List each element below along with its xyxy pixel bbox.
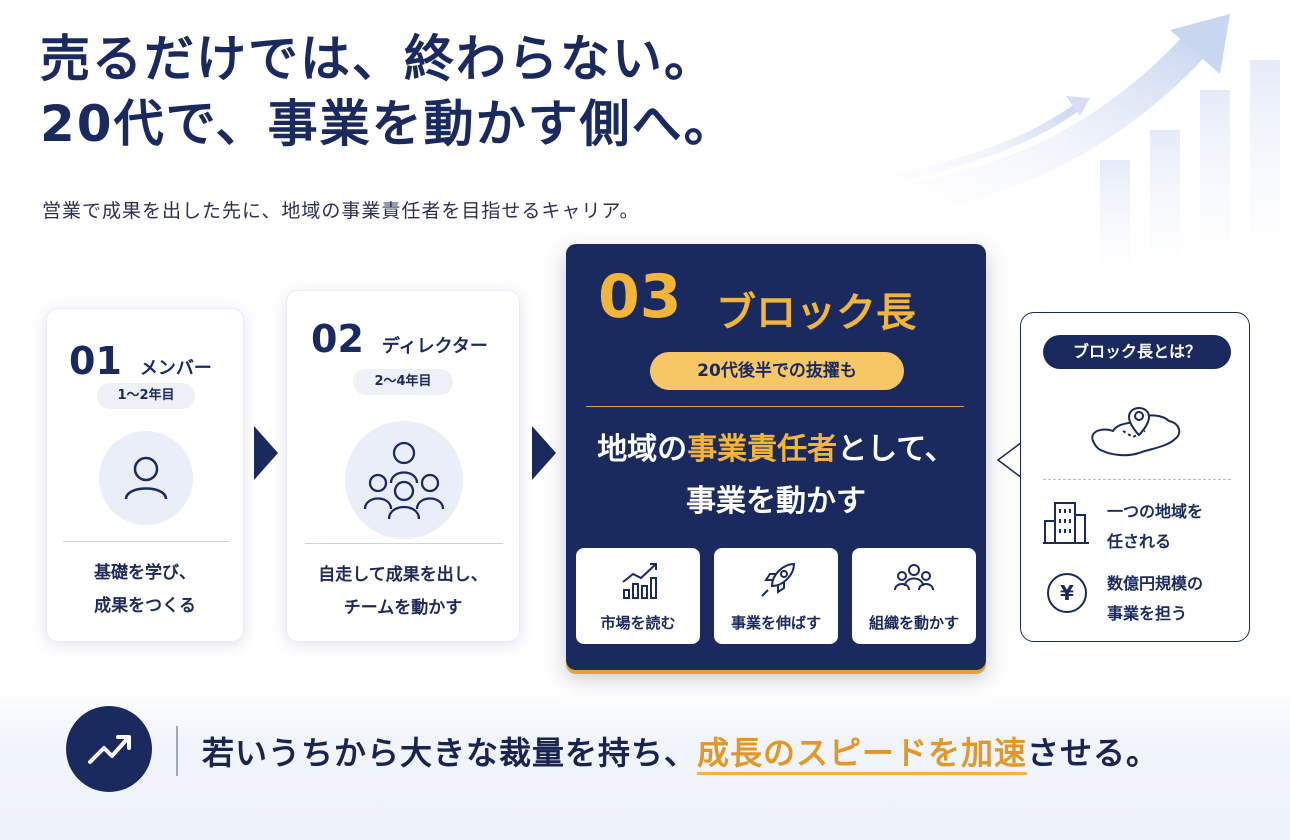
bottom-band-background [0,690,1290,840]
feature-tile-market: 市場を読む [576,548,700,644]
role-statement-post: として、 [837,432,955,467]
headline-line-1: 売るだけでは、終わらない。 [40,30,716,88]
bottom-message-pre: 若いうちから大きな裁量を持ち、 [202,734,698,772]
step-title: メンバー [139,358,212,379]
bottom-message-post: させる。 [1027,734,1160,772]
block-leader-info-card: ブロック長とは？ 一つの地域を 任される ¥ 数億円規模の 事業を担う [1020,312,1250,642]
growth-arrow-background [819,14,1280,300]
info-title-pill: ブロック長とは？ [1043,335,1231,369]
card-divider [586,406,964,407]
step-description: 自走して成果を出し、 チームを動かす [287,559,519,625]
info-row-line-2: 事業を担う [1107,604,1188,623]
chevron-right-icon [254,426,278,480]
info-row-line-2: 任される [1107,532,1172,551]
rocket-icon [761,562,796,597]
step-card-02: 02 ディレクター 2〜4年目 自走して成果を出し、 チームを動かす [286,290,520,642]
step-title: ブロック長 [716,290,916,336]
role-statement-pre: 地域の [597,432,688,467]
info-row-line-1: 数億円規模の [1107,574,1204,593]
promotion-pill: 20代後半での抜擢も [650,352,904,390]
svg-text:¥: ¥ [1060,581,1074,605]
step-number: 03 [598,262,682,332]
step-description-line-1: 自走して成果を出し、 [318,565,488,585]
headline: 売るだけでは、終わらない。 20代で、事業を動かす側へ。 [40,28,736,158]
map-pin-icon [1091,407,1181,457]
role-statement-highlight: 事業責任者 [687,432,838,467]
card-divider [63,541,229,542]
step-number: 02 [311,317,364,361]
years-pill: 1〜2年目 [97,383,195,409]
building-icon [1043,502,1089,544]
role-statement-line-2: 事業を動かす [686,484,866,519]
headline-line-2: 20代で、事業を動かす側へ。 [40,95,736,153]
yen-icon: ¥ [1047,573,1087,613]
bottom-message-highlight: 成長のスピードを加速 [697,734,1028,775]
info-row-region: 一つの地域を 任される [1107,497,1203,557]
info-row-business: 数億円規模の 事業を担う [1107,569,1203,629]
step-title: ディレクター [381,336,488,357]
feature-label: 市場を読む [600,614,676,632]
chevron-right-icon [532,426,556,480]
step-card-01: 01 メンバー 1〜2年目 基礎を学び、 成果をつくる [46,308,244,642]
feature-label: 組織を動かす [868,614,959,632]
step-description-line-2: チームを動かす [343,598,463,618]
person-icon-circle [99,431,193,525]
years-pill: 2〜4年目 [353,369,453,395]
trend-up-icon [88,735,131,764]
step-card-03-highlight: 03 ブロック長 20代後半での抜擢も 地域の事業責任者として、 事業を動かす … [566,244,986,670]
feature-tile-business: 事業を伸ばす [714,548,838,644]
subtitle: 営業で成果を出した先に、地域の事業責任者を目指せるキャリア。 [42,200,640,222]
trend-badge [66,706,152,792]
feature-label: 事業を伸ばす [730,614,821,632]
bottom-message: 若いうちから大きな裁量を持ち、成長のスピードを加速させる。 [202,728,1160,775]
bottom-divider [176,726,178,776]
feature-tile-organization: 組織を動かす [852,548,976,644]
info-divider [1043,479,1231,480]
group-icon [894,564,934,591]
team-icon [363,441,445,520]
step-description-line-1: 基礎を学び、 [94,563,196,583]
team-icon-circle [345,421,463,539]
step-number: 01 [69,339,122,383]
info-row-line-1: 一つの地域を [1107,502,1204,521]
step-description-line-2: 成果をつくる [94,596,196,616]
card-divider [305,543,503,544]
person-icon [124,456,168,500]
bar-chart-icon [622,563,657,599]
step-description: 基礎を学び、 成果をつくる [47,557,243,623]
role-statement: 地域の事業責任者として、 事業を動かす [566,424,986,528]
